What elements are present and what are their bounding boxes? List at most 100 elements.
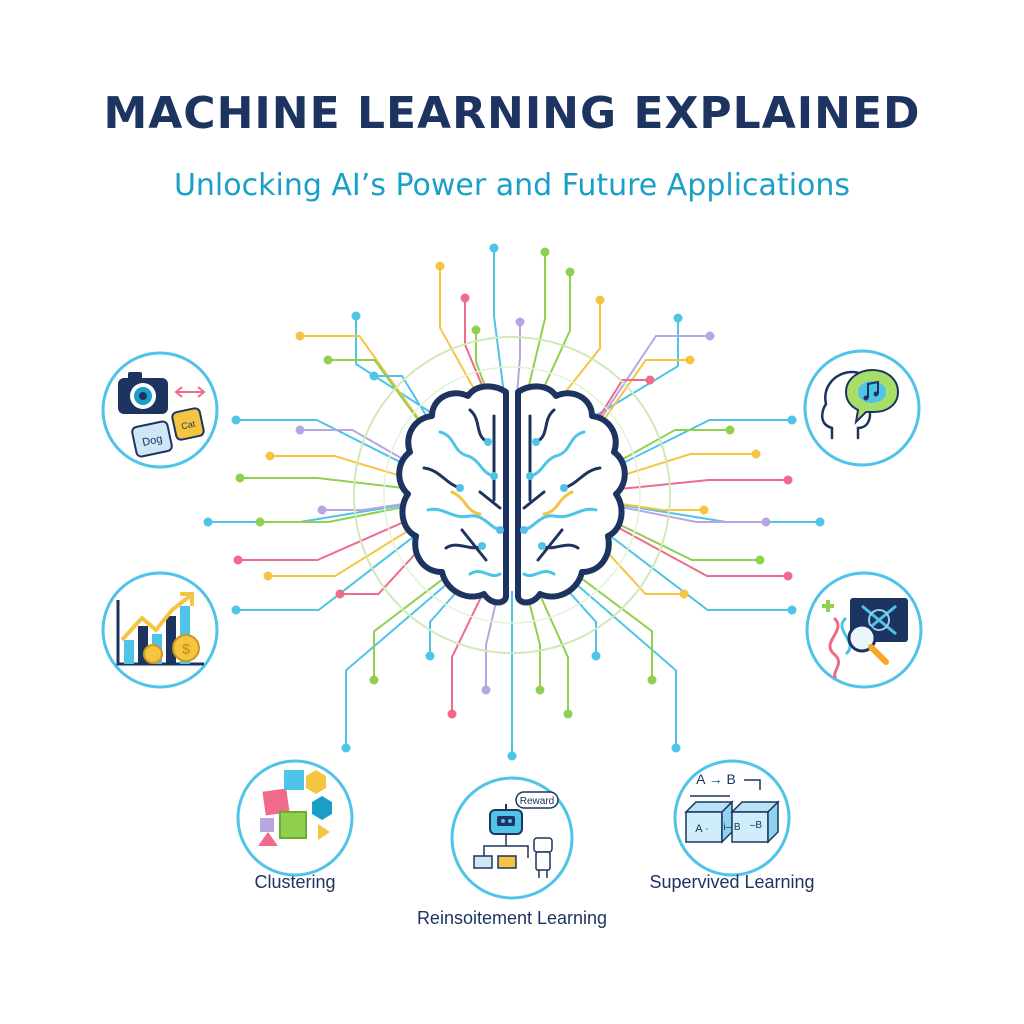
circuit-node-dot bbox=[535, 685, 545, 695]
circuit-node-dot bbox=[489, 243, 499, 253]
circuit-line bbox=[603, 530, 792, 611]
circuit-node-dot bbox=[751, 449, 761, 459]
circuit-node-dot bbox=[425, 651, 435, 661]
circuit-node-dot bbox=[815, 517, 825, 527]
circuit-node-dot bbox=[565, 267, 575, 277]
circuit-lines bbox=[203, 243, 825, 761]
circuit-node-dot bbox=[471, 325, 481, 335]
circuit-node-dot bbox=[783, 571, 793, 581]
circuit-node-dot bbox=[263, 571, 273, 581]
circuit-node-dot bbox=[685, 355, 695, 365]
tag-text-2: Cat bbox=[180, 419, 196, 432]
circuit-line bbox=[236, 531, 421, 611]
circuit-node-dot bbox=[595, 295, 605, 305]
circuit-line bbox=[240, 477, 413, 490]
supervised-top-text: A → B bbox=[696, 771, 736, 787]
growth-chart-icon: $ bbox=[116, 592, 204, 666]
circuit-node-dot bbox=[591, 651, 601, 661]
node-supervised: A → B A · i– B –B Supervived Learning bbox=[649, 759, 815, 892]
circuit-node-dot bbox=[645, 375, 655, 385]
circuit-line bbox=[439, 266, 483, 404]
circuit-node-dot bbox=[447, 709, 457, 719]
circuit-line bbox=[374, 375, 438, 433]
circuit-line bbox=[451, 587, 487, 714]
dna-xray-icon bbox=[822, 598, 908, 680]
circuit-line bbox=[485, 589, 500, 690]
circuit-line bbox=[557, 579, 597, 656]
cubes-icon bbox=[258, 770, 332, 846]
circuit-node-dot bbox=[233, 555, 243, 565]
node-medical bbox=[805, 571, 923, 689]
circuit-node-dot bbox=[563, 709, 573, 719]
circuit-node-dot bbox=[231, 415, 241, 425]
page-title: MACHINE LEARNING EXPLAINED bbox=[103, 88, 921, 139]
circuit-node-dot bbox=[540, 247, 550, 257]
circuit-node-dot bbox=[679, 589, 689, 599]
supervised-box-right: –B bbox=[750, 820, 763, 831]
circuit-node-dot bbox=[725, 425, 735, 435]
circuit-node-dot bbox=[235, 473, 245, 483]
circuit-line bbox=[236, 419, 416, 471]
circuit-line bbox=[300, 335, 433, 438]
brain-icon bbox=[396, 383, 628, 606]
circuit-line bbox=[608, 518, 760, 561]
circuit-line bbox=[328, 359, 433, 439]
circuit-line bbox=[525, 589, 541, 690]
circuit-node-dot bbox=[317, 505, 327, 515]
circuit-line bbox=[552, 300, 601, 409]
circuit-line bbox=[493, 248, 506, 400]
circuit-node-dot bbox=[787, 605, 797, 615]
svg-text:$: $ bbox=[182, 641, 191, 658]
node-reinforcement: Reward Reinsoitement Learning bbox=[417, 776, 607, 928]
circuit-line bbox=[322, 501, 413, 511]
robot-reward-icon: Reward bbox=[473, 791, 559, 878]
brain-right-hemisphere bbox=[515, 383, 628, 606]
circuit-line bbox=[524, 252, 546, 401]
circuit-line bbox=[589, 335, 710, 436]
glow-ring-outer bbox=[353, 336, 671, 654]
circuit-line bbox=[429, 579, 468, 656]
brain-left-hemisphere bbox=[396, 383, 509, 606]
node-prediction: $ bbox=[101, 571, 219, 689]
circuit-line bbox=[597, 542, 684, 595]
node-circle bbox=[101, 571, 219, 689]
reward-bubble-text: Reward bbox=[520, 796, 554, 807]
circuit-node-dot bbox=[507, 751, 517, 761]
circuit-node-dot bbox=[699, 505, 709, 515]
circuit-line bbox=[579, 318, 679, 426]
circuit-node-dot bbox=[783, 475, 793, 485]
page-subtitle: Unlocking AI’s Power and Future Applicat… bbox=[173, 168, 851, 203]
supervised-label: Supervived Learning bbox=[649, 872, 814, 892]
circuit-node-dot bbox=[255, 517, 265, 527]
circuit-node-dot bbox=[295, 425, 305, 435]
circuit-node-dot bbox=[460, 293, 470, 303]
circuit-line bbox=[608, 419, 792, 472]
circuit-line bbox=[607, 521, 788, 577]
circuit-line bbox=[270, 455, 414, 481]
circuit-line bbox=[611, 501, 704, 511]
circuit-line bbox=[536, 272, 571, 403]
circuit-node-dot bbox=[435, 261, 445, 271]
tag-text-1: Dog bbox=[141, 433, 163, 449]
circuit-node-dot bbox=[369, 371, 379, 381]
circuit-node-dot bbox=[481, 685, 491, 695]
circuit-line bbox=[565, 574, 677, 748]
circuit-line bbox=[300, 429, 417, 468]
circuit-line bbox=[355, 316, 447, 424]
circuit-node-dot bbox=[515, 317, 525, 327]
circuit-node-dot bbox=[295, 331, 305, 341]
circuit-node-dot bbox=[647, 675, 657, 685]
labeled-boxes-icon: A → B A · i– B –B bbox=[684, 771, 780, 844]
glow-ring-inner bbox=[383, 366, 641, 624]
circuit-line bbox=[611, 479, 788, 491]
circuit-line bbox=[373, 571, 453, 680]
circuit-node-dot bbox=[203, 517, 213, 527]
circuit-node-dot bbox=[341, 743, 351, 753]
head-speech-icon bbox=[821, 368, 900, 440]
circuit-line bbox=[607, 429, 730, 469]
supervised-box-left: A · bbox=[695, 823, 708, 835]
circuit-node-dot bbox=[673, 313, 683, 323]
circuit-node-dot bbox=[265, 451, 275, 461]
camera-tag-icon: Dog Cat bbox=[118, 372, 206, 458]
